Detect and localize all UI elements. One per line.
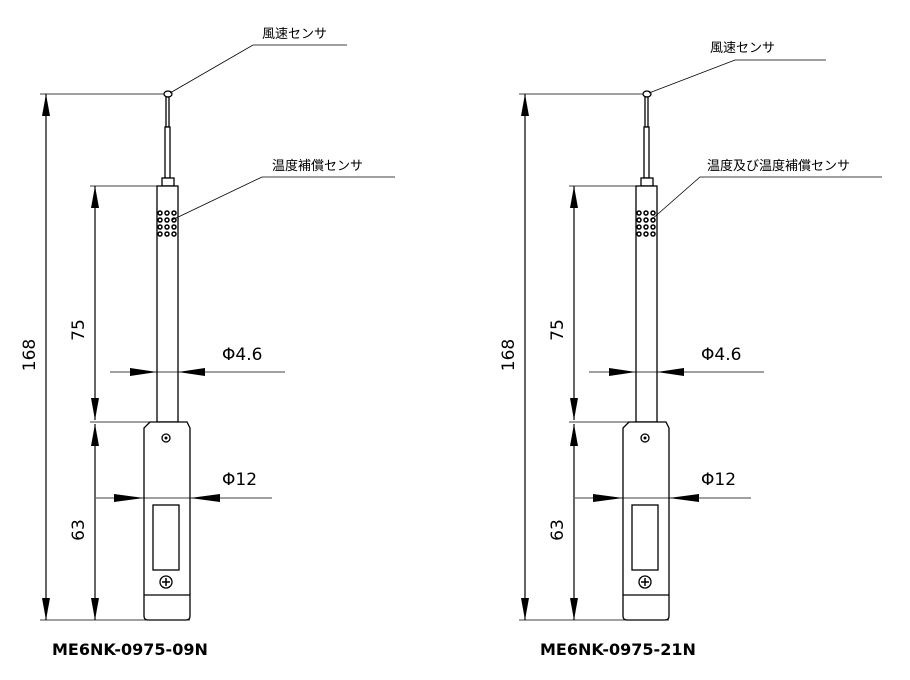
dia-tube: Φ4.6	[701, 345, 741, 365]
temp-sensor-label: 温度及び温度補償センサ	[707, 158, 850, 174]
probe-drawing-09n: 風速センサ 温度補償センサ 168 75 63 Φ4.6 Φ12 ME6NK-0…	[20, 27, 395, 659]
dim-upper: 75	[69, 319, 89, 341]
dim-upper: 75	[548, 319, 568, 341]
model-caption: ME6NK-0975-09N	[52, 640, 208, 659]
airflow-sensor-label: 風速センサ	[710, 41, 775, 56]
dim-lower: 63	[69, 519, 89, 541]
probe-drawing-21n: 風速センサ 温度及び温度補償センサ 168 75 63 Φ4.6 Φ12 ME6…	[499, 41, 882, 659]
dia-tube: Φ4.6	[222, 345, 262, 365]
dia-handle: Φ12	[701, 470, 736, 490]
dim-total: 168	[20, 339, 40, 371]
airflow-sensor-label: 風速センサ	[262, 27, 327, 42]
dim-lower: 63	[548, 519, 568, 541]
temp-comp-sensor-label: 温度補償センサ	[272, 158, 363, 174]
dim-total: 168	[499, 339, 519, 371]
dia-handle: Φ12	[222, 470, 257, 490]
model-caption: ME6NK-0975-21N	[540, 640, 696, 659]
